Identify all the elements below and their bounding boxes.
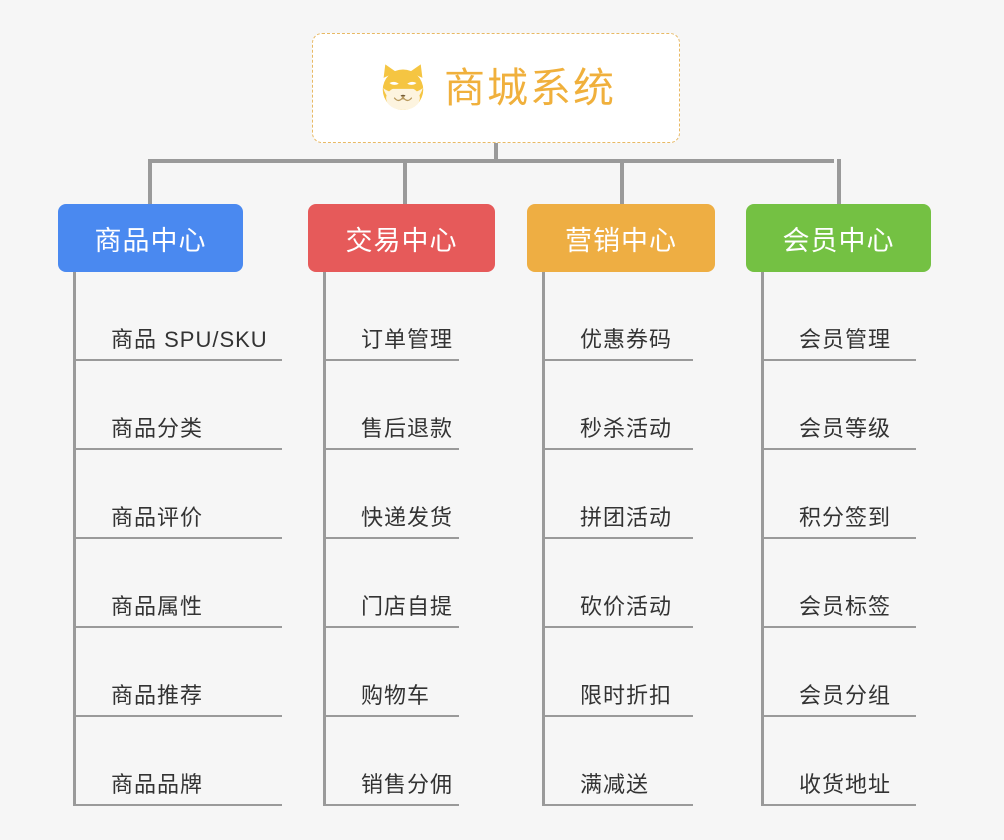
leaf-item-label: 商品 SPU/SKU — [111, 326, 268, 352]
leaf-item-label: 会员标签 — [799, 593, 892, 619]
leaf-item[interactable]: 限时折扣 — [545, 628, 693, 717]
leaf-item-label: 优惠券码 — [580, 326, 673, 352]
leaf-item[interactable]: 快递发货 — [326, 450, 459, 539]
category-box-2[interactable]: 交易中心 — [308, 204, 495, 272]
leaf-item[interactable]: 会员分组 — [764, 628, 916, 717]
leaf-item[interactable]: 商品分类 — [76, 361, 282, 450]
connector-root-stem — [494, 143, 498, 162]
root-node-title: 商城系统 — [444, 64, 616, 111]
connector-drop-1 — [148, 159, 152, 204]
leaf-item[interactable]: 砍价活动 — [545, 539, 693, 628]
leaf-item[interactable]: 售后退款 — [326, 361, 459, 450]
connector-drop-4 — [837, 159, 841, 204]
leaf-item[interactable]: 销售分佣 — [326, 717, 459, 806]
root-node-mall-system[interactable]: 商城系统 — [312, 33, 680, 143]
leaf-item[interactable]: 会员标签 — [764, 539, 916, 628]
column-spine — [73, 272, 76, 806]
category-box-4[interactable]: 会员中心 — [746, 204, 931, 272]
leaf-item-label: 商品推荐 — [111, 682, 204, 708]
column-spine — [761, 272, 764, 806]
leaf-item[interactable]: 积分签到 — [764, 450, 916, 539]
shiba-dog-icon — [376, 61, 430, 115]
leaf-item[interactable]: 会员等级 — [764, 361, 916, 450]
column-spine — [323, 272, 326, 806]
leaf-item-label: 限时折扣 — [580, 682, 673, 708]
leaf-item-label: 会员等级 — [799, 415, 892, 441]
leaf-item[interactable]: 购物车 — [326, 628, 459, 717]
leaf-item-label: 秒杀活动 — [580, 415, 673, 441]
leaf-item-label: 商品品牌 — [111, 771, 204, 797]
leaf-item-label: 积分签到 — [799, 504, 892, 530]
category-title: 会员中心 — [782, 225, 895, 256]
column-spine — [542, 272, 545, 806]
leaf-item[interactable]: 门店自提 — [326, 539, 459, 628]
leaf-item-label: 购物车 — [361, 682, 431, 708]
leaf-item-label: 订单管理 — [361, 326, 454, 352]
leaf-item-label: 会员管理 — [799, 326, 892, 352]
leaf-item-label: 门店自提 — [361, 593, 454, 619]
leaf-item[interactable]: 拼团活动 — [545, 450, 693, 539]
connector-drop-3 — [620, 159, 624, 204]
leaf-item-label: 快递发货 — [361, 504, 454, 530]
leaf-item[interactable]: 会员管理 — [764, 272, 916, 361]
category-title: 交易中心 — [345, 225, 458, 256]
category-title: 商品中心 — [94, 225, 207, 256]
leaf-item-label: 收货地址 — [799, 771, 892, 797]
leaf-item-label: 售后退款 — [361, 415, 454, 441]
category-box-3[interactable]: 营销中心 — [527, 204, 715, 272]
leaf-item-label: 商品评价 — [111, 504, 204, 530]
connector-drop-2 — [403, 159, 407, 204]
category-box-1[interactable]: 商品中心 — [58, 204, 243, 272]
leaf-item[interactable]: 秒杀活动 — [545, 361, 693, 450]
leaf-item-label: 商品分类 — [111, 415, 204, 441]
connector-horizontal-bus — [148, 159, 834, 163]
leaf-item[interactable]: 商品评价 — [76, 450, 282, 539]
leaf-item-label: 砍价活动 — [580, 593, 673, 619]
leaf-item-label: 会员分组 — [799, 682, 892, 708]
leaf-item[interactable]: 商品推荐 — [76, 628, 282, 717]
leaf-item-label: 满减送 — [580, 771, 650, 797]
leaf-item-label: 销售分佣 — [361, 771, 454, 797]
leaf-item-label: 商品属性 — [111, 593, 204, 619]
category-title: 营销中心 — [565, 225, 677, 256]
leaf-item[interactable]: 订单管理 — [326, 272, 459, 361]
leaf-item-label: 拼团活动 — [580, 504, 673, 530]
leaf-item[interactable]: 商品品牌 — [76, 717, 282, 806]
leaf-item[interactable]: 商品属性 — [76, 539, 282, 628]
leaf-item[interactable]: 商品 SPU/SKU — [76, 272, 282, 361]
leaf-item[interactable]: 优惠券码 — [545, 272, 693, 361]
leaf-item[interactable]: 满减送 — [545, 717, 693, 806]
leaf-item[interactable]: 收货地址 — [764, 717, 916, 806]
